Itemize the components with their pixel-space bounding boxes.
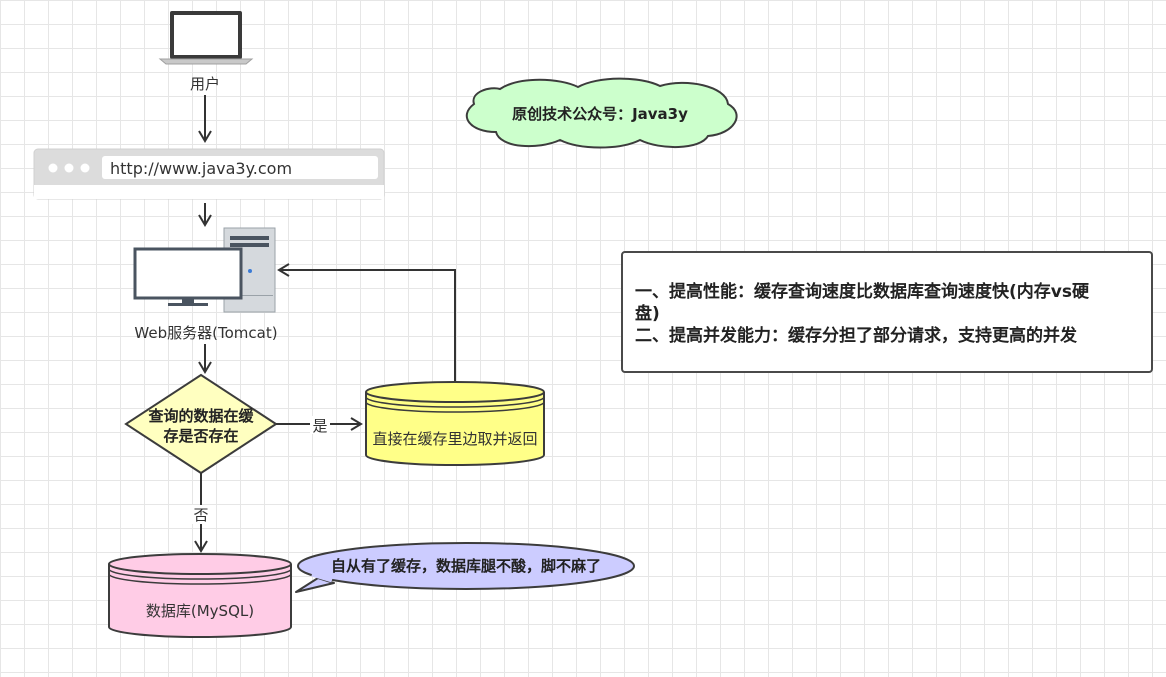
user-label: 用户 [190,75,220,93]
browser-window: http://www.java3y.com [33,148,385,200]
speech-bubble [295,542,635,593]
note-line-3: 二、提高并发能力：缓存分担了部分请求，支持更高的并发 [635,326,1077,346]
address-bar [102,156,378,179]
database-cylinder [108,553,292,638]
no-label: 否 [193,506,208,524]
yes-label: 是 [312,417,327,435]
database-label: 数据库(MySQL) [146,602,254,620]
note-line-1: 一、提高性能：缓存查询速度比数据库查询速度快(内存vs硬 [635,282,1089,302]
benefits-note: 一、提高性能：缓存查询速度比数据库查询速度快(内存vs硬 盘) 二、提高并发能力… [621,251,1153,373]
decision-text-line2: 存是否存在 [163,427,238,445]
window-dot-icon [80,163,90,173]
server-label: Web服务器(Tomcat) [134,324,277,342]
cache-label: 直接在缓存里边取并返回 [372,430,537,448]
note-line-2: 盘) [635,304,660,324]
window-dot-icon [48,163,58,173]
arrow-cache-to-server [277,263,456,381]
speech-text: 自从有了缓存，数据库腿不酸，脚不麻了 [331,557,601,575]
decision-text-line1: 查询的数据在缓 [148,407,254,425]
cloud-text: 原创技术公众号：Java3y [512,105,688,123]
laptop-icon [158,11,254,65]
browser-url: http://www.java3y.com [110,159,292,178]
window-dot-icon [64,163,74,173]
server-icon [133,227,276,313]
cache-cylinder [365,381,545,466]
cloud-shape [465,77,738,149]
